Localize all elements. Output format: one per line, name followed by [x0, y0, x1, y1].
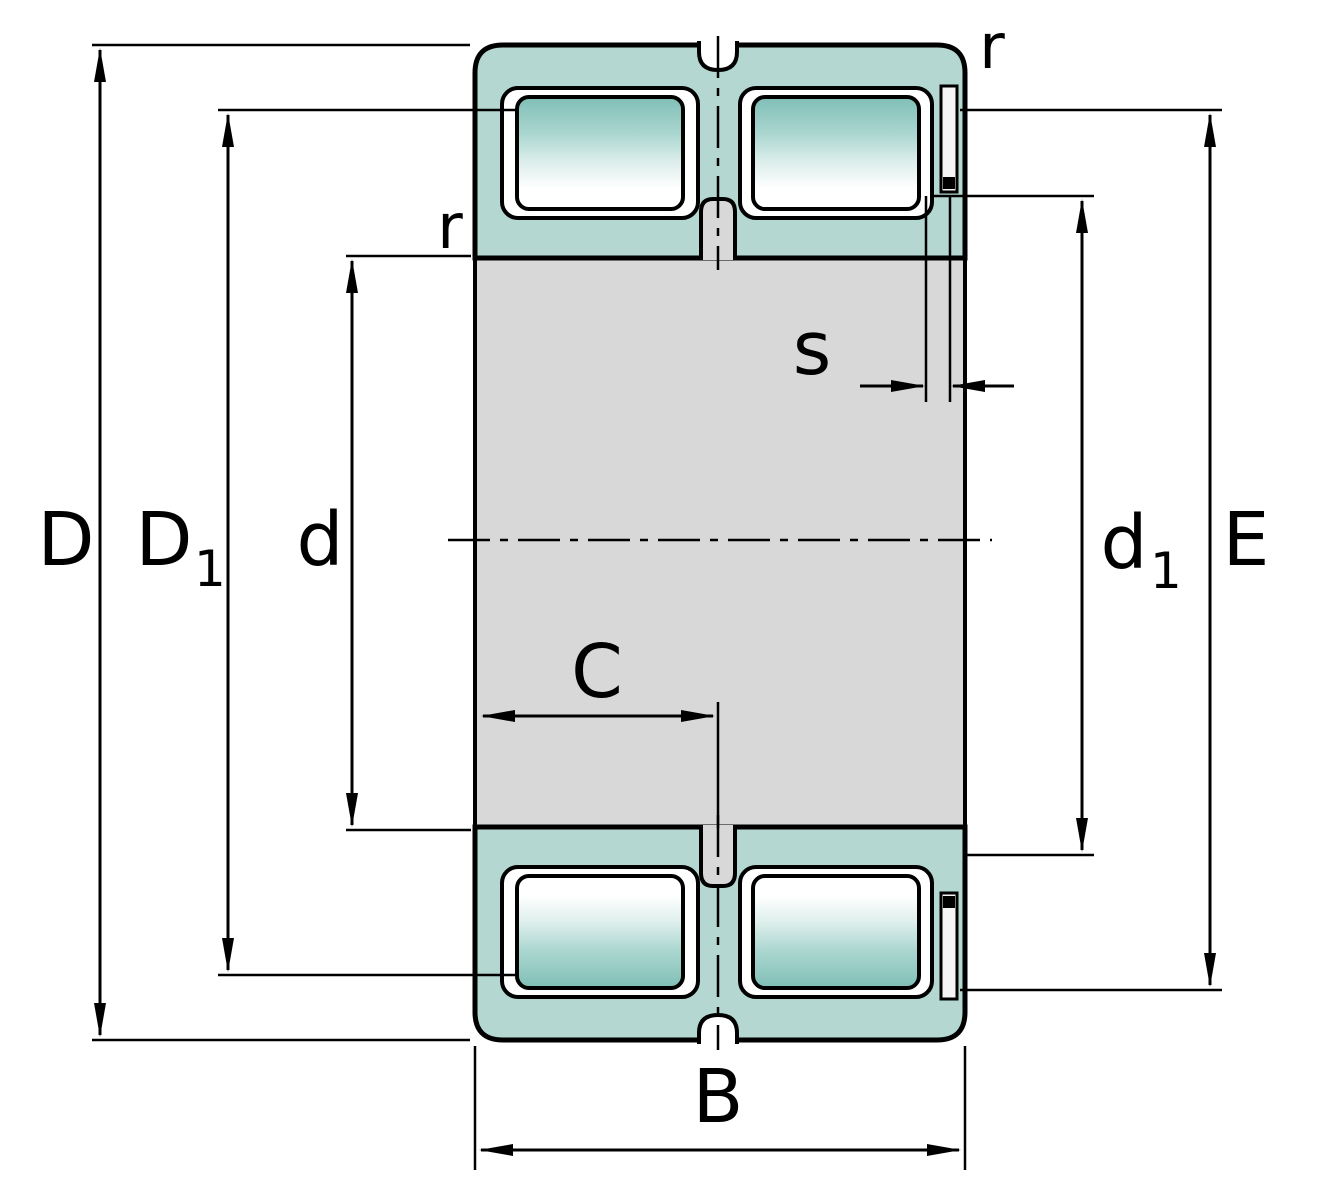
dimension-C: C [481, 629, 720, 828]
label-r-outer: r [979, 10, 1005, 83]
dimension-s: s [793, 196, 1014, 402]
roller-bottom-left [515, 874, 685, 990]
roller-bottom-right [751, 874, 921, 990]
label-r-inner: r [437, 190, 463, 263]
dimension-E: E [960, 108, 1270, 992]
label-E: E [1223, 497, 1270, 583]
dimension-B: B [473, 1046, 967, 1170]
dimension-D1: D 1 [136, 108, 516, 977]
label-d1-base: d [1101, 500, 1148, 586]
snap-ring-mark-top [943, 177, 955, 189]
label-D: D [38, 497, 95, 583]
chamfer-r-outer: r [979, 10, 1005, 83]
snap-ring-slot-top [939, 84, 959, 194]
snap-ring-slot-bottom [939, 891, 959, 1001]
label-B: B [693, 1054, 744, 1140]
label-D1-sub: 1 [194, 540, 226, 598]
snap-ring-mark-bottom [943, 896, 955, 908]
label-d: d [297, 497, 344, 583]
label-d1-sub: 1 [1150, 542, 1182, 600]
dimension-D: D [38, 43, 470, 1042]
label-s: s [793, 306, 832, 392]
bearing-section [448, 36, 992, 1050]
roller-top-left [515, 95, 685, 211]
dimension-d: d r [297, 190, 471, 832]
label-D1-base: D [136, 497, 193, 583]
bore-body [473, 256, 967, 829]
label-C: C [571, 629, 623, 715]
roller-top-right [751, 95, 921, 211]
dimension-d1: d 1 [932, 194, 1182, 857]
